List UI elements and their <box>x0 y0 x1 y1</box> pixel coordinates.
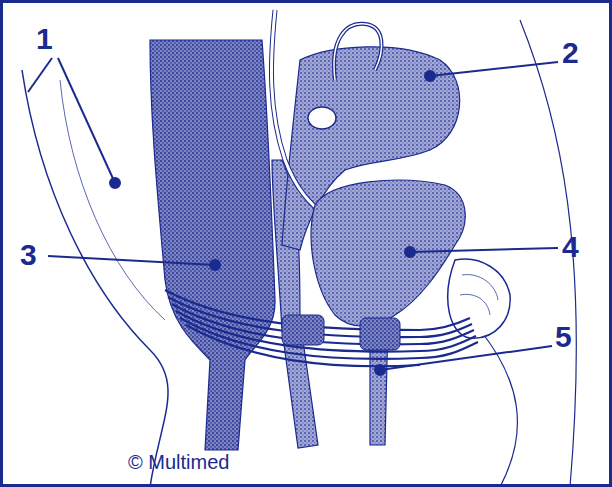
sphincter-ring <box>282 315 324 345</box>
callout-number: 2 <box>562 38 579 68</box>
callout-number: 3 <box>20 240 37 270</box>
bladder <box>311 180 465 326</box>
leader-lines <box>28 58 558 375</box>
rectum <box>150 40 275 450</box>
ovary <box>308 107 336 129</box>
sacrum-outline <box>60 80 165 320</box>
ureter <box>271 10 335 225</box>
pelvic-floor-muscles <box>165 290 478 366</box>
fallopian-tube-lumen <box>334 24 382 80</box>
callout-number: 4 <box>562 232 579 262</box>
bone-texture <box>460 275 498 315</box>
fallopian-tube <box>334 24 382 80</box>
pubic-bone <box>448 259 510 338</box>
callout-number: 1 <box>36 24 53 54</box>
ureter-lumen <box>271 10 335 225</box>
body-outline <box>22 70 168 487</box>
callout-number: 5 <box>555 322 572 352</box>
copyright-note: © Multimed <box>128 452 229 472</box>
sphincter-ring <box>360 318 400 350</box>
